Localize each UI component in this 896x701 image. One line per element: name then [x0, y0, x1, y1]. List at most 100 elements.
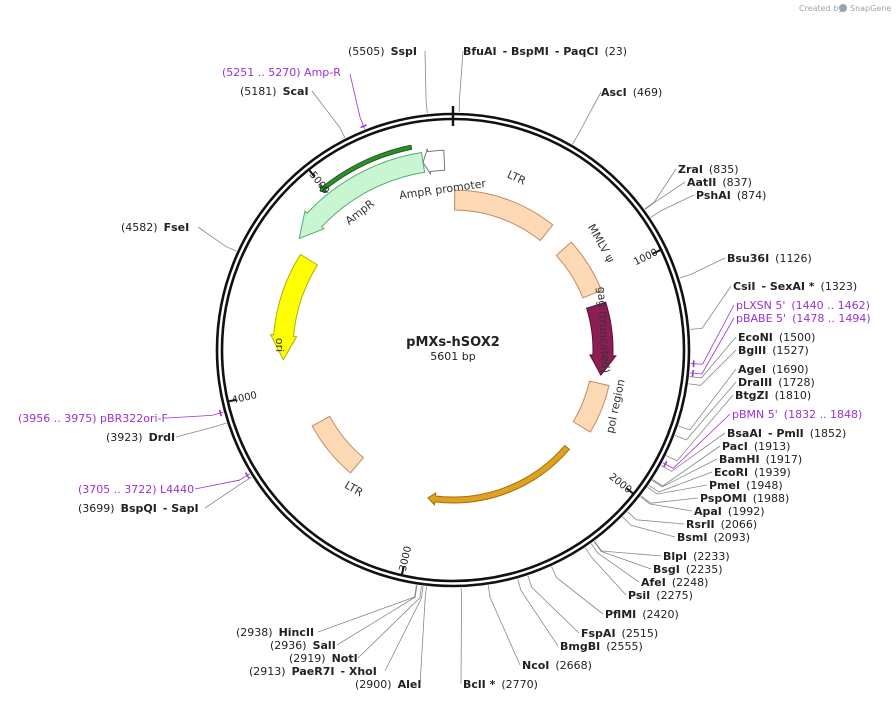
enzyme-site-label[interactable]: (2936)SalI [270, 639, 336, 652]
feature-MMLV-psi[interactable] [555, 241, 603, 299]
enzyme-site-label[interactable]: (2938)HincII [236, 626, 314, 639]
tick-label: 2000 [607, 472, 634, 496]
enzyme-name: BmgBI [560, 640, 600, 653]
leader-line [660, 432, 726, 472]
enzyme-site-label[interactable]: AscI(469) [601, 86, 662, 99]
primer-label[interactable]: (3705 .. 3722) L4440 [78, 483, 194, 496]
site-position: (2093) [714, 531, 751, 544]
enzyme-site-label[interactable]: BsmI(2093) [677, 531, 750, 544]
enzyme-site-label[interactable]: AgeI(1690) [738, 363, 809, 376]
site-position: (2770) [501, 678, 538, 691]
tick-mark [652, 248, 662, 255]
enzyme-site-label[interactable]: BfuAI- BspMI- PaqCI(23) [463, 45, 627, 58]
enzyme-site-label[interactable]: DraIII(1728) [738, 376, 815, 389]
leader-line [647, 484, 708, 495]
enzyme-site-label[interactable]: PacI(1913) [722, 440, 790, 453]
site-position: (2515) [622, 627, 659, 640]
enzyme-site-label[interactable]: BclI *(2770) [463, 678, 538, 691]
site-position: (837) [722, 176, 752, 189]
site-position: (2919) [289, 652, 326, 665]
enzyme-name: - SapI [163, 502, 199, 515]
feature-gag-truncated[interactable] [585, 301, 617, 376]
feature-AmpR-upper[interactable] [319, 144, 413, 193]
enzyme-site-label[interactable]: BsaAI- PmlI(1852) [727, 427, 846, 440]
enzyme-name: - PaqCI [555, 45, 599, 58]
enzyme-site-label[interactable]: (5505)SspI [348, 45, 417, 58]
credit-brand: SnapGene [850, 4, 891, 13]
plasmid-center: pMXs-hSOX2 5601 bp [406, 335, 500, 363]
tick-label: 3000 [398, 545, 414, 572]
leader-line [666, 394, 734, 462]
enzyme-site-label[interactable]: Bsu36I (1126) [727, 252, 812, 265]
leader-line [689, 317, 735, 375]
enzyme-site-label[interactable]: (2913)PaeR7I- XhoI [249, 665, 377, 678]
feature-arcs [269, 144, 617, 507]
enzyme-site-label[interactable]: BtgZI(1810) [735, 389, 811, 402]
enzyme-site-label[interactable]: PsiI(2275) [628, 589, 693, 602]
site-position: (1992) [728, 505, 765, 518]
leader-line [194, 473, 250, 490]
leader-line [648, 471, 713, 493]
site-position: (1728) [778, 376, 815, 389]
leader-line [651, 458, 718, 488]
enzyme-site-label[interactable]: BsgI(2235) [653, 563, 722, 576]
feature-AmpR[interactable] [298, 151, 426, 240]
leader-line [551, 566, 604, 615]
enzyme-name: ScaI [283, 85, 309, 98]
site-position: (2668) [555, 659, 592, 672]
enzyme-site-label[interactable]: (4582)FseI [121, 221, 189, 234]
enzyme-site-label[interactable]: AatII(837) [687, 176, 752, 189]
site-position: (3699) [78, 502, 115, 515]
enzyme-site-label[interactable]: ZraI(835) [678, 163, 739, 176]
enzyme-site-label[interactable]: (5181)ScaI [240, 85, 309, 98]
site-position: pLXSN 5' [736, 299, 785, 312]
leader-line [572, 91, 602, 145]
enzyme-site-label[interactable]: NcoI (2668) [522, 659, 592, 672]
enzyme-name: Bsu36I [727, 252, 769, 265]
enzyme-site-label[interactable]: FspAI(2515) [581, 627, 658, 640]
enzyme-site-label[interactable]: BmgBI (2555) [560, 640, 643, 653]
leader-line [627, 511, 685, 525]
site-position: (1852) [810, 427, 847, 440]
enzyme-site-label[interactable]: AfeI(2248) [641, 576, 708, 589]
site-position: (1126) [775, 252, 812, 265]
enzyme-site-label[interactable]: (2919)NotI [289, 652, 358, 665]
enzyme-site-label[interactable]: EcoNI(1500) [738, 331, 815, 344]
primer-label[interactable]: pBMN 5'(1832 .. 1848) [732, 408, 862, 421]
enzyme-site-label[interactable]: ApaI(1992) [694, 505, 764, 518]
enzyme-site-label[interactable]: (3923)DrdI [106, 431, 175, 444]
leader-line [197, 226, 237, 252]
enzyme-site-label[interactable]: CsiI- SexAI *(1323) [733, 280, 857, 293]
enzyme-site-label[interactable]: BamHI(1917) [719, 453, 802, 466]
feature-sox2-orf[interactable] [427, 444, 571, 507]
enzyme-site-label[interactable]: (2900)AleI [355, 678, 421, 691]
feature-ori[interactable] [269, 253, 319, 361]
primer-label[interactable]: pBABE 5'(1478 .. 1494) [736, 312, 871, 325]
leader-line [166, 411, 224, 419]
enzyme-name: SalI [313, 639, 336, 652]
leader-line [419, 586, 427, 685]
enzyme-site-label[interactable]: BlpI(2233) [663, 550, 730, 563]
feature-LTR[interactable] [454, 189, 554, 242]
enzyme-name: EcoNI [738, 331, 773, 344]
site-position: (835) [709, 163, 739, 176]
feature-LTR-2[interactable] [311, 415, 365, 474]
enzyme-site-label[interactable]: BglII(1527) [738, 344, 809, 357]
feature-pol-region[interactable] [572, 380, 610, 433]
enzyme-site-label[interactable]: PmeI(1948) [709, 479, 783, 492]
primer-label[interactable]: (3956 .. 3975) pBR322ori-F [18, 412, 168, 425]
site-position: (2555) [606, 640, 643, 653]
feature-AmpR-promoter[interactable] [422, 148, 446, 175]
site-position: (1939) [754, 466, 791, 479]
enzyme-site-label[interactable]: PshAI(874) [696, 189, 766, 202]
site-position: (1478 .. 1494) [792, 312, 871, 325]
primer-label[interactable]: pLXSN 5'(1440 .. 1462) [736, 299, 870, 312]
enzyme-site-label[interactable]: RsrII(2066) [686, 518, 757, 531]
enzyme-name: NcoI [522, 659, 549, 672]
primer-label[interactable]: (5251 .. 5270) Amp-R [222, 66, 341, 79]
enzyme-site-label[interactable]: PspOMI(1988) [700, 492, 789, 505]
enzyme-site-label[interactable]: (3699)BspQI- SapI [78, 502, 199, 515]
enzyme-site-label[interactable]: PflMI(2420) [605, 608, 679, 621]
enzyme-site-label[interactable]: EcoRI(1939) [714, 466, 791, 479]
snapgene-logo-icon [839, 4, 847, 12]
